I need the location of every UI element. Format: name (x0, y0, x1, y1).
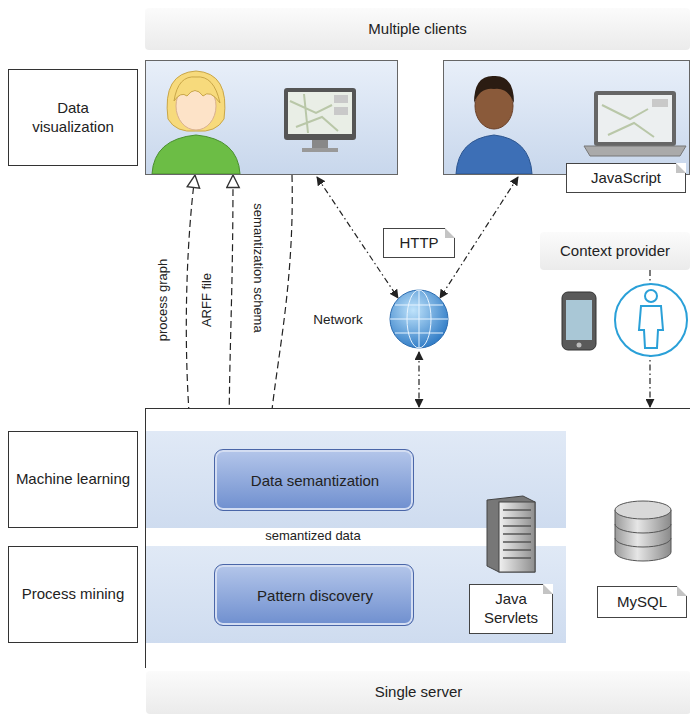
edge-label: ARFF file (199, 271, 215, 329)
layer-label: Machine learning (8, 431, 138, 528)
note-label: JavaScript (566, 163, 686, 193)
server-frame: Single serverMachine learningData semant… (145, 408, 690, 668)
person-icon (615, 284, 687, 356)
client-illustration (444, 61, 689, 174)
node-text: Java Servlets (476, 590, 546, 628)
note-label: Java Servlets (469, 584, 553, 634)
layer-label: Data visualization (8, 69, 138, 166)
node-text: Single server (375, 683, 463, 702)
note-label: MySQL (597, 586, 687, 618)
database-icon (611, 498, 675, 566)
node-text: JavaScript (591, 169, 661, 188)
node-text: Multiple clients (368, 20, 466, 39)
process-box: Data semantization (214, 449, 414, 511)
note-label: HTTP (383, 228, 455, 258)
protocol-note: HTTP (383, 228, 455, 258)
text-area: Context provider (540, 232, 690, 270)
edge-label: semantization schema (250, 201, 266, 334)
node-text: HTTP (399, 234, 438, 253)
node-text: Machine learning (16, 470, 130, 489)
node-text: Process mining (22, 585, 125, 604)
node-text: MySQL (617, 593, 667, 612)
text-area: Multiple clients (145, 8, 690, 50)
server-node: Java Servlets (483, 494, 539, 636)
edge-label: semantized data (263, 528, 362, 544)
context-band: Context provider (540, 232, 690, 270)
database-node: MySQL (611, 498, 677, 620)
edge-label: process graph (155, 257, 171, 343)
connector (418, 352, 419, 407)
layer-label: Process mining (8, 546, 138, 643)
client-panel: Data visualization (145, 60, 398, 175)
network-globe: Network (388, 288, 450, 350)
node-text: Data visualization (15, 99, 131, 137)
client-panel: JavaScript (443, 60, 690, 175)
process-box: Pattern discovery (214, 564, 414, 626)
header-band: Multiple clients (145, 8, 690, 50)
phone-icon (562, 292, 596, 350)
node-text: Network (313, 312, 363, 329)
node-text: Context provider (560, 242, 670, 261)
text-area: Network (296, 309, 380, 331)
node-text: Data semantization (251, 472, 379, 491)
band-label: Single server (146, 671, 690, 714)
text-area: Data semantization (215, 450, 415, 512)
text-area: Pattern discovery (215, 565, 415, 627)
node-text: Pattern discovery (257, 587, 373, 606)
client-illustration (146, 61, 397, 174)
globe-icon (388, 288, 450, 350)
server-icon (483, 494, 539, 574)
